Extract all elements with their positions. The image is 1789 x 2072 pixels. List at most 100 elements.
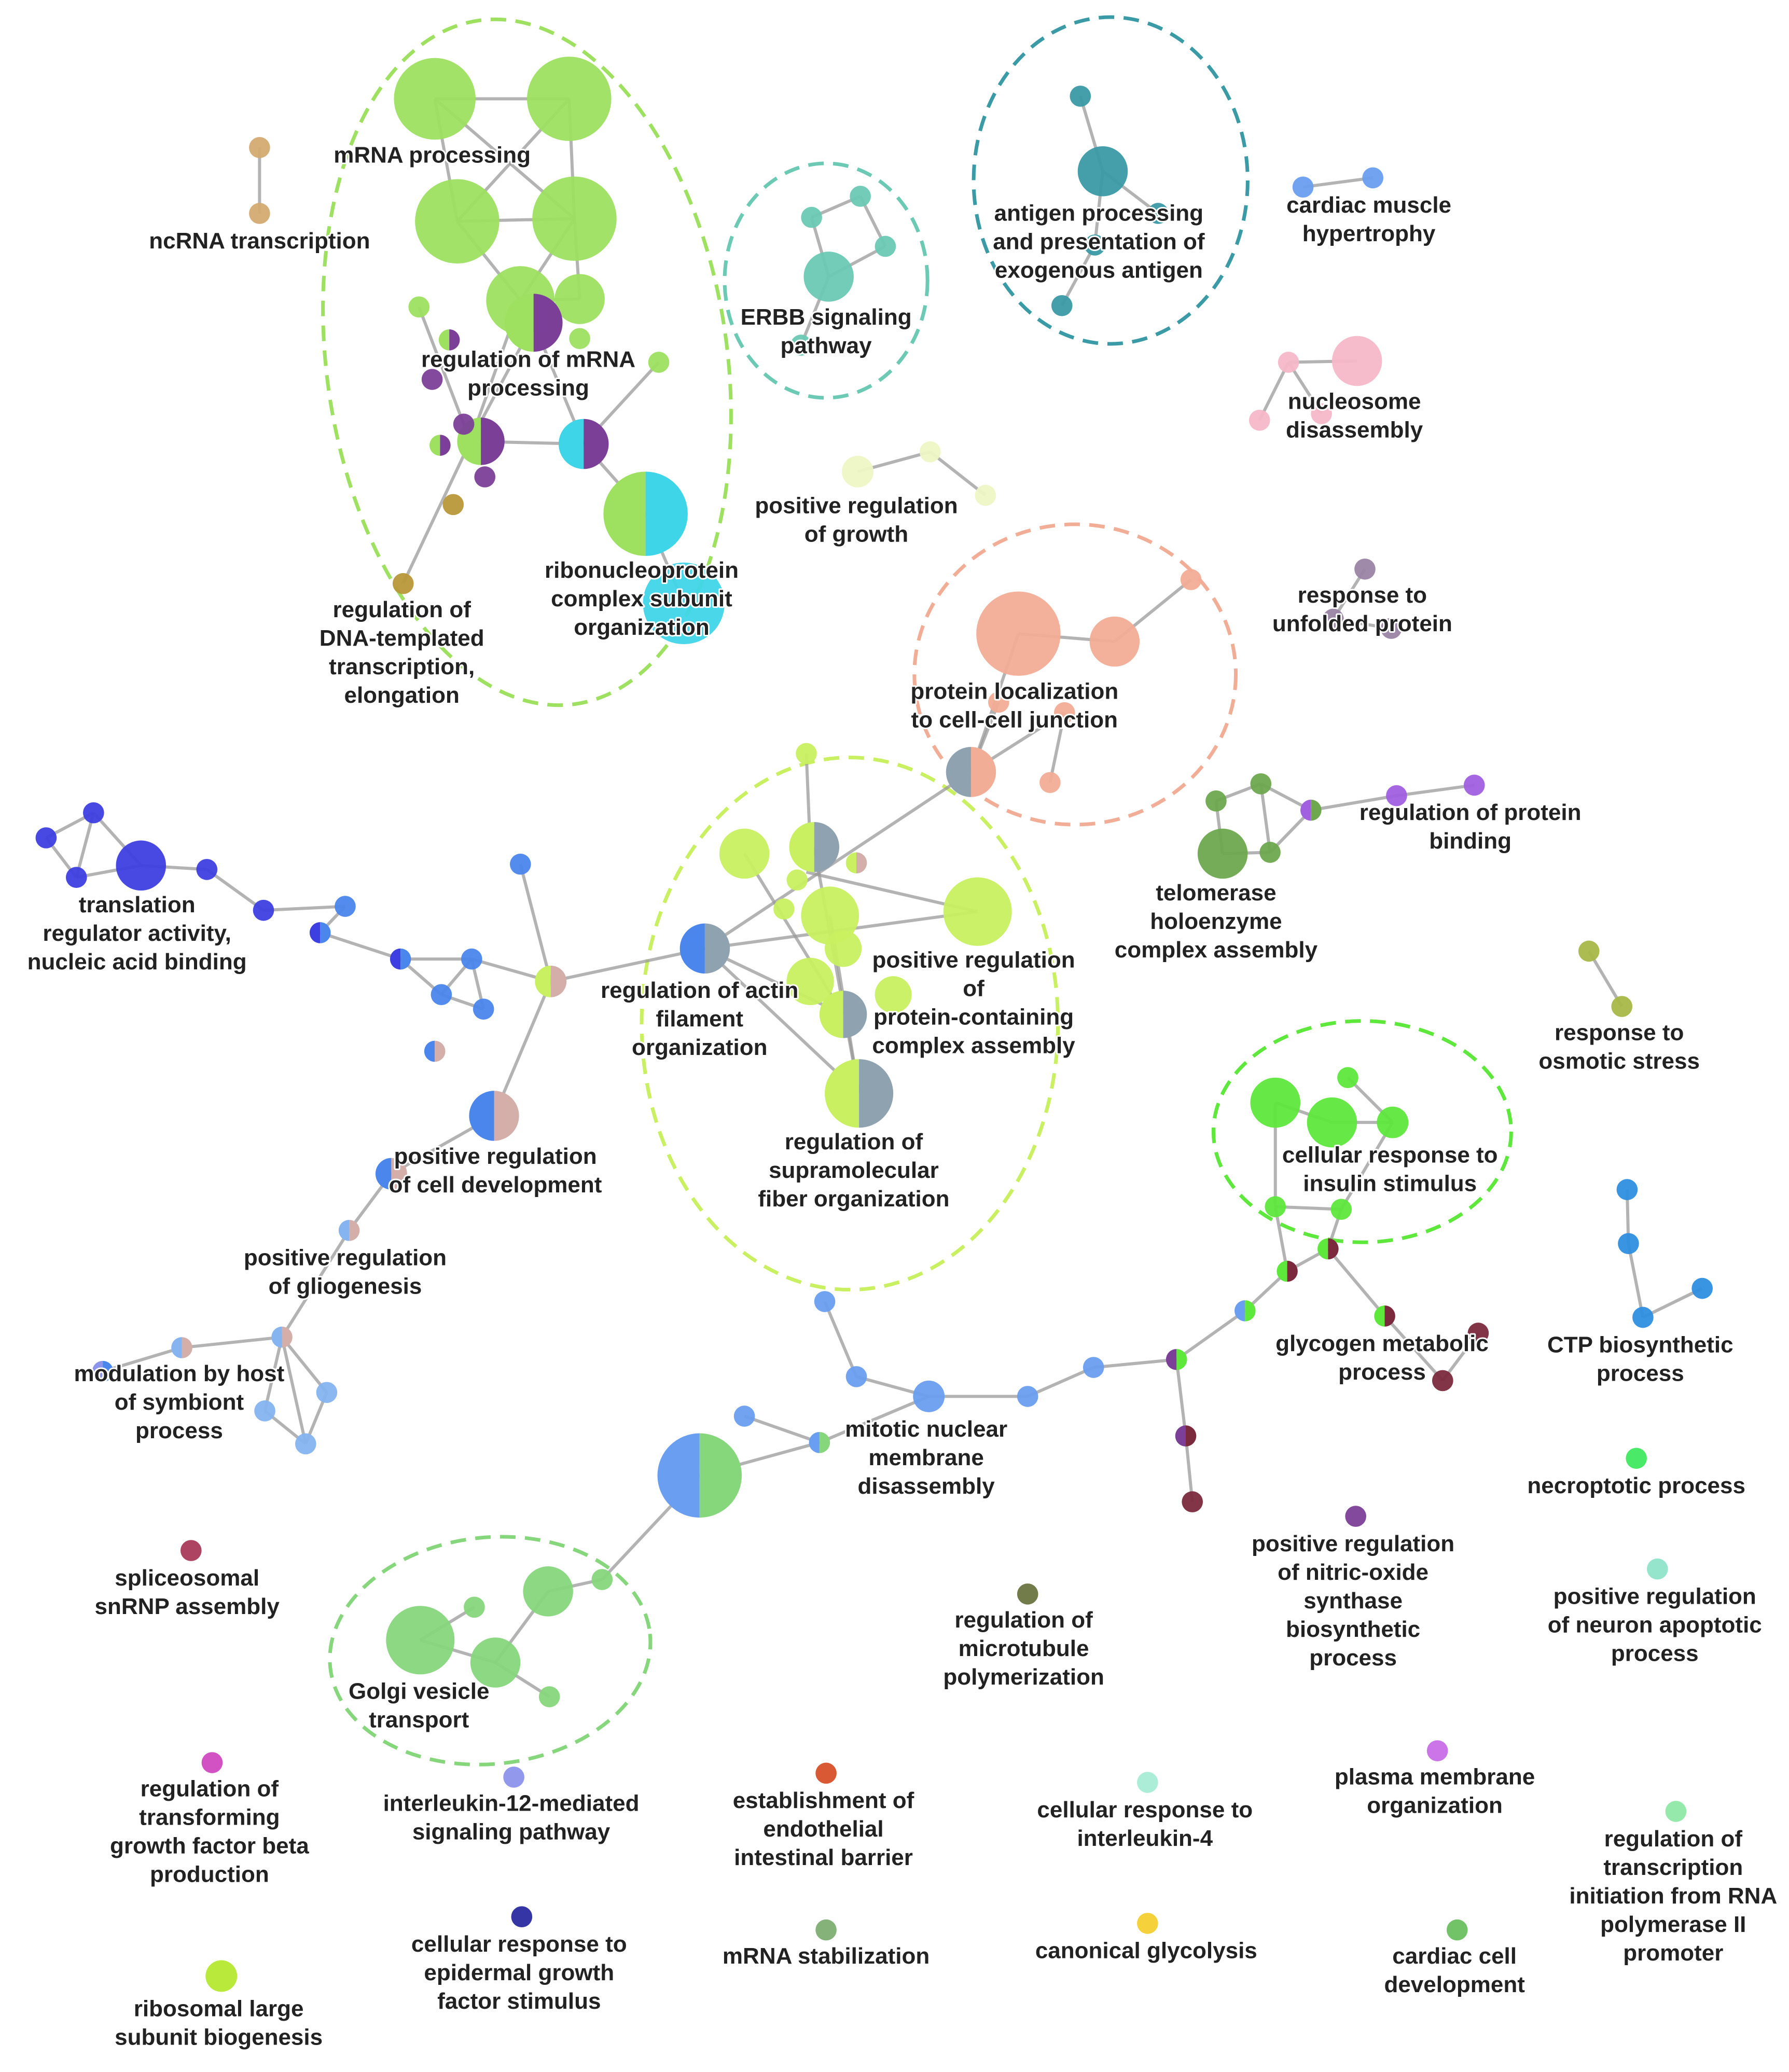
label-line: polymerase II: [1600, 1912, 1746, 1937]
node-mrna-stabilization: [815, 1919, 837, 1941]
label-line: subunit biogenesis: [115, 2025, 323, 2050]
label-line: of symbiont: [115, 1389, 244, 1415]
node-supramolecular-9: [786, 869, 808, 891]
node-left-half: [789, 822, 814, 872]
node-left-half: [558, 419, 584, 469]
label-line: of nitric-oxide: [1278, 1560, 1429, 1585]
label-line: positive regulation: [755, 493, 958, 518]
node-reg-protein-binding-1: [1386, 785, 1407, 806]
node-left-half: [845, 852, 856, 874]
label-line: unfolded protein: [1272, 611, 1452, 636]
node-translation-1: [116, 840, 167, 891]
node-left-half: [375, 1158, 392, 1190]
label-line: holoenzyme: [1150, 909, 1282, 934]
network-edge: [1383, 1315, 1444, 1382]
node-telomerase-5: [1300, 799, 1322, 821]
node-endothelial: [815, 1762, 837, 1784]
label-line: cardiac muscle: [1286, 192, 1451, 218]
node-glycogen-2: [1277, 1260, 1298, 1282]
node-mitotic-4: [1017, 1386, 1038, 1407]
node-glycogen-1: [1318, 1238, 1339, 1260]
node-nucleosome-4: [1311, 403, 1332, 424]
node-antigen-5: [1051, 295, 1073, 316]
node-supramolecular-11: [786, 957, 834, 1006]
network-edge: [1048, 712, 1066, 783]
label-line: pathway: [781, 333, 872, 358]
node-telomerase-2: [1250, 773, 1272, 795]
network-edge: [1327, 1247, 1386, 1317]
node-mrna-processing-4: [532, 176, 617, 261]
label-line: mitotic nuclear: [845, 1416, 1007, 1442]
node-erbb-4: [803, 252, 854, 302]
node-translation-6: [253, 899, 274, 921]
node-hub-blue-8: [535, 965, 567, 997]
node-hub-blue-5: [431, 984, 452, 1006]
term-labels: mRNA processing ncRNA transcription regula…: [26, 141, 1779, 2052]
label-line: spliceosomal: [115, 1565, 259, 1591]
network-edge: [182, 1336, 282, 1350]
label-line: DNA-templated: [320, 625, 484, 651]
network-edge: [75, 812, 95, 878]
node-insulin-6: [1330, 1199, 1352, 1220]
label-line: synthase: [1303, 1588, 1403, 1614]
label-line: complex subunit: [551, 586, 732, 611]
network-edge: [1310, 794, 1397, 812]
node-osmotic-2: [1611, 996, 1633, 1017]
label-line: regulator activity,: [43, 921, 231, 946]
network-edge: [206, 868, 265, 912]
label-line: hypertrophy: [1302, 221, 1436, 246]
node-erbb-3: [875, 235, 896, 257]
label-line: complex assembly: [872, 1033, 1075, 1059]
node-modulation-1: [271, 1326, 293, 1348]
node-right-half: [481, 418, 505, 465]
label-line: nucleosome: [1288, 389, 1421, 414]
node-pos-growth-1: [842, 455, 874, 488]
node-regulation-mrna-3: [421, 369, 443, 390]
node-golgi-1: [591, 1569, 613, 1590]
label-line: ncRNA transcription: [149, 228, 370, 254]
network-edge: [1027, 1366, 1094, 1398]
network-edge: [1259, 783, 1272, 853]
node-regulation-mrna-5: [453, 413, 475, 435]
label-line: organization: [632, 1035, 768, 1060]
node-right-half: [1176, 1348, 1187, 1370]
node-left-half: [424, 1040, 435, 1062]
node-supramolecular-8: [773, 898, 795, 920]
node-left-half: [1277, 1260, 1287, 1282]
node-right-half: [182, 1337, 192, 1358]
label-line: elongation: [344, 683, 459, 708]
label-line: regulation of protein: [1360, 800, 1582, 825]
node-cardiac-muscle-2: [1362, 167, 1383, 189]
node-protein-localization-1: [976, 591, 1061, 676]
label-line: response to: [1298, 582, 1427, 608]
network-edge: [1275, 1205, 1341, 1211]
label-line: osmotic stress: [1538, 1048, 1700, 1074]
label-mrna-stabilization: mRNA stabilization: [723, 1943, 930, 1969]
label-line: intestinal barrier: [734, 1845, 913, 1870]
node-right-half: [1384, 1305, 1395, 1327]
label-line: ribonucleoprotein: [545, 558, 739, 583]
node-right-half: [859, 1059, 894, 1128]
node-left-half: [1234, 1300, 1245, 1322]
node-protein-localization-3: [1180, 569, 1202, 590]
node-left-half: [92, 1360, 103, 1382]
node-antigen-4: [1084, 234, 1106, 256]
node-regulation-mrna-6: [429, 435, 451, 456]
label-line: process: [1611, 1640, 1699, 1666]
node-antigen-1: [1070, 86, 1091, 107]
network-edge: [819, 1395, 930, 1444]
node-nucleosome-1: [1332, 336, 1382, 386]
node-nucleosome-3: [1249, 409, 1270, 431]
label-line: polymerization: [943, 1664, 1104, 1690]
node-protein-localization-6: [1039, 772, 1061, 794]
node-right-half: [584, 419, 609, 469]
network-edge: [263, 905, 345, 912]
label-line: mRNA processing: [334, 143, 531, 168]
